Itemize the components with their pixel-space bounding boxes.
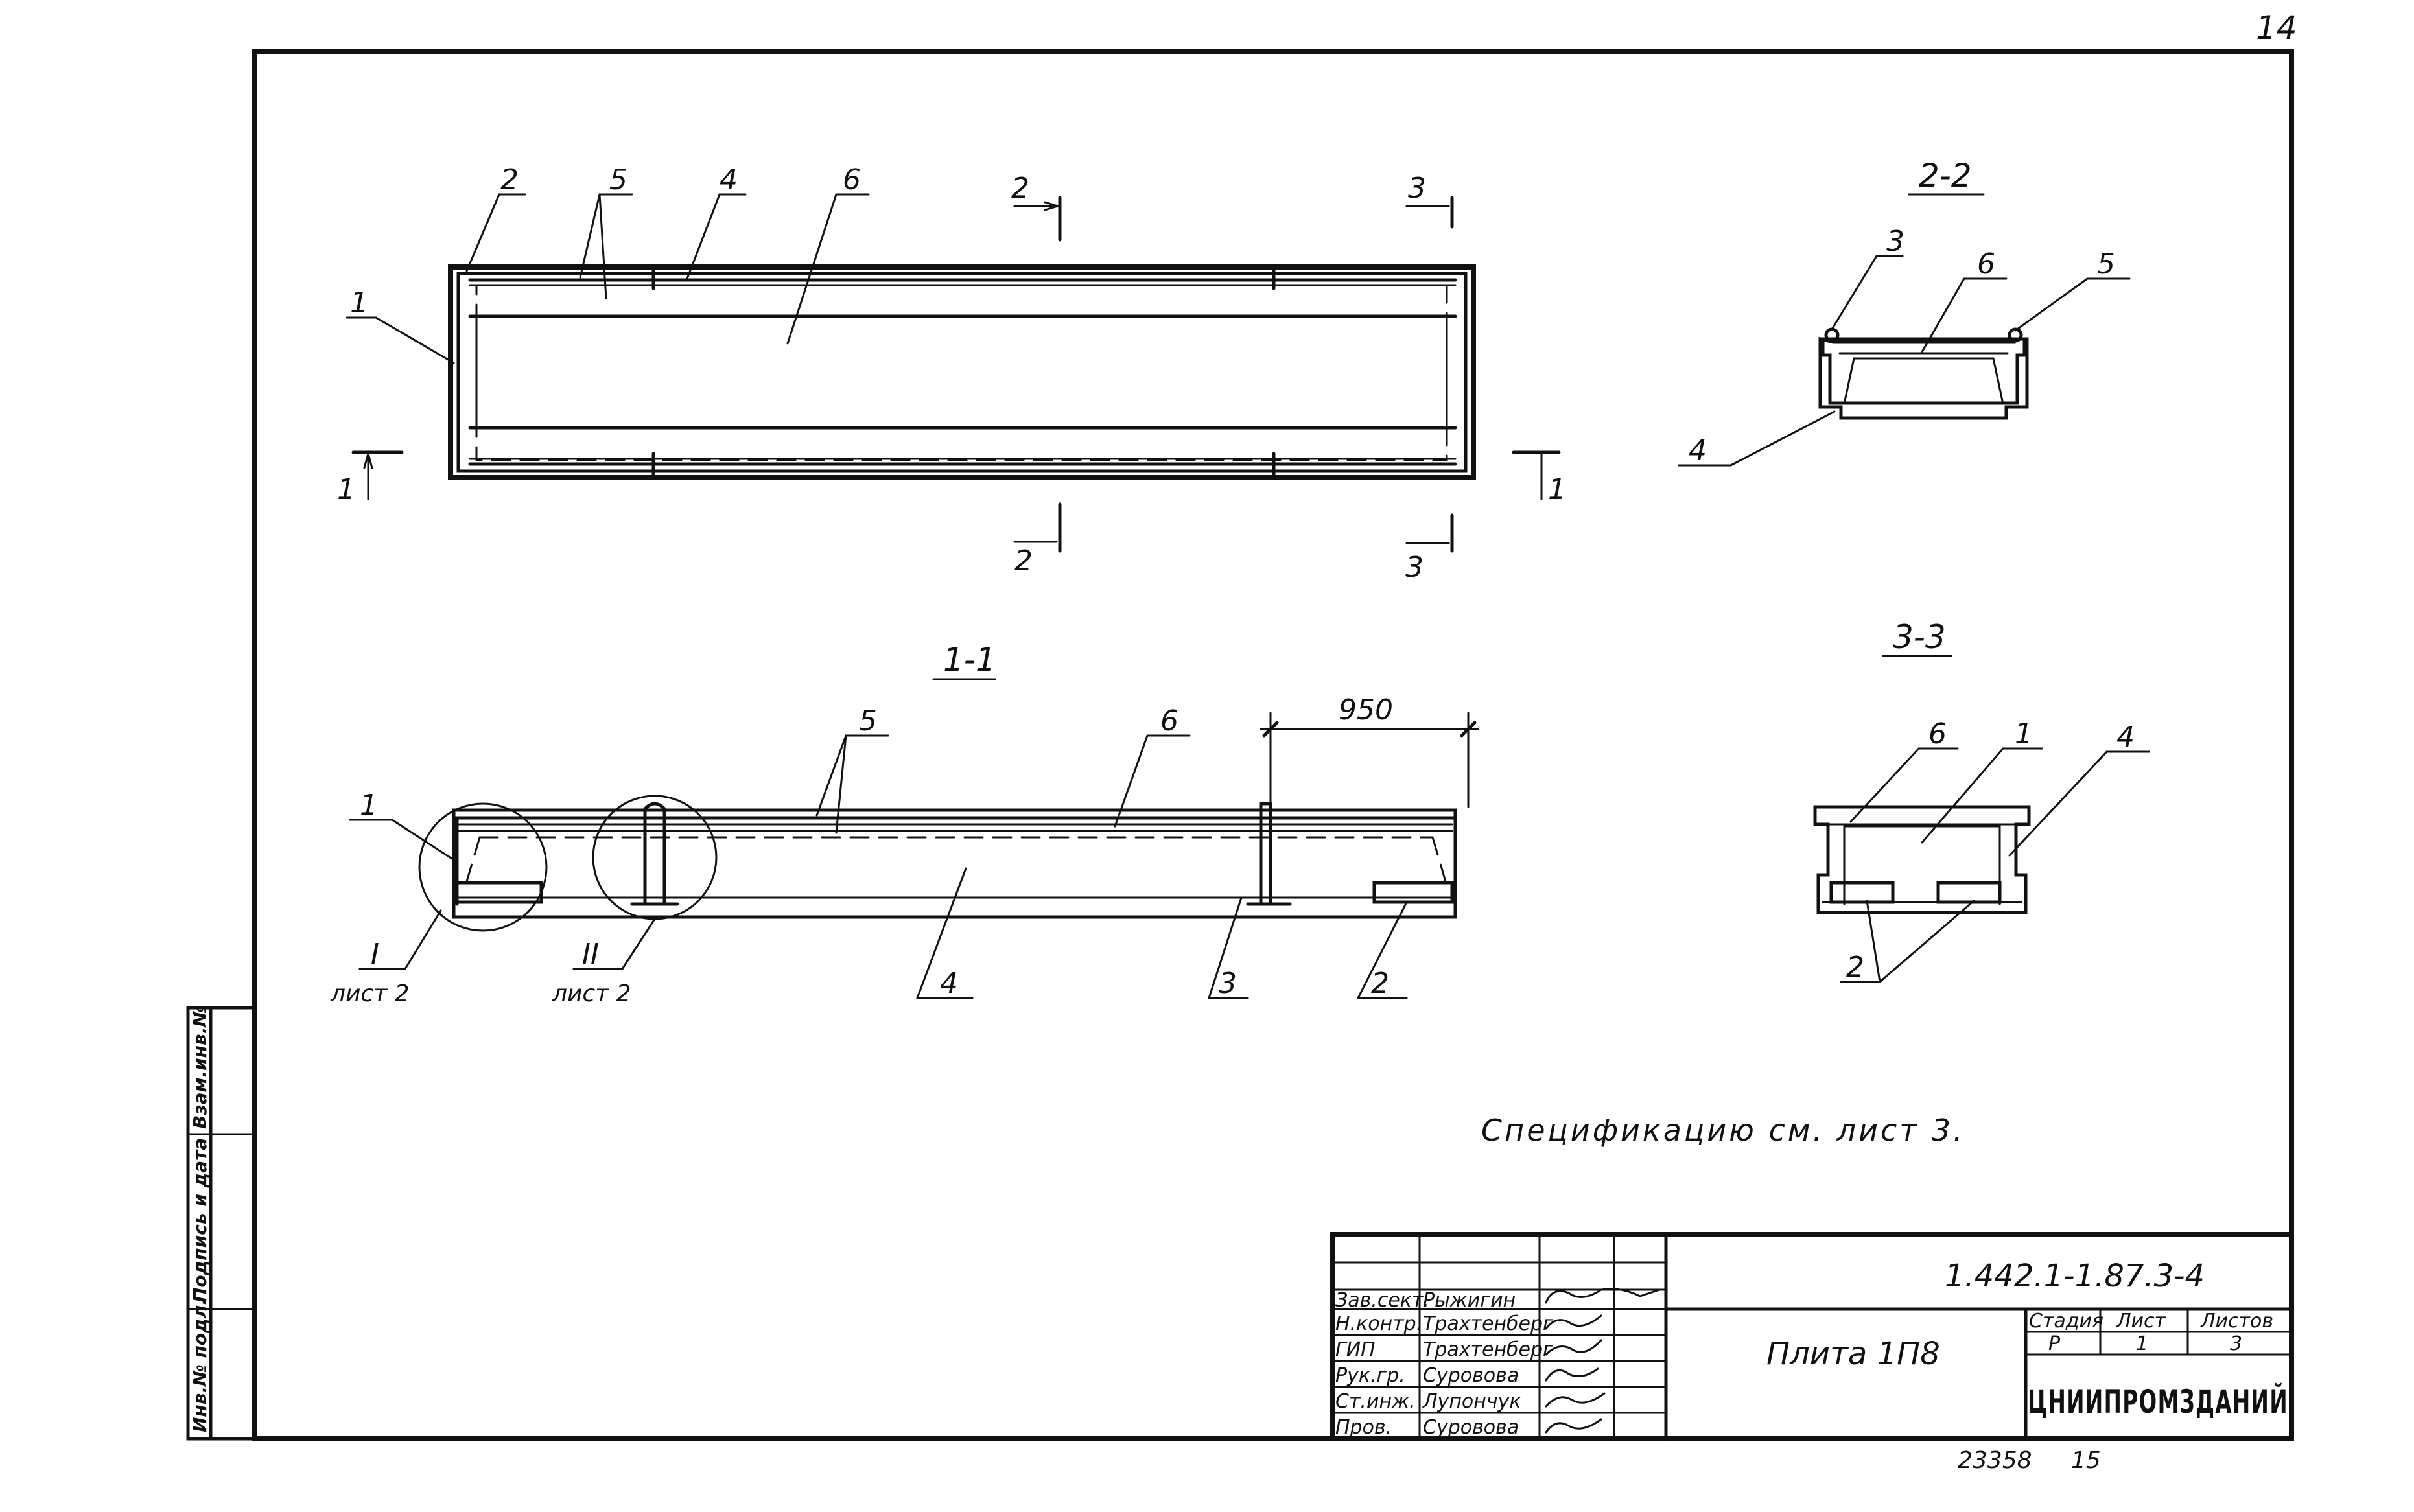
detail-I-mark: I <box>371 938 379 971</box>
cut-3-top-label: 3 <box>1408 172 1426 205</box>
signatory-role: Пров. <box>1335 1416 1392 1439</box>
plan-callout-2: 2 <box>500 163 519 196</box>
s22-callout-4: 4 <box>1689 434 1707 467</box>
sheet-frame <box>252 49 2294 1441</box>
signatory-role: Зав.сект. <box>1335 1289 1429 1312</box>
footer-page: 15 <box>2071 1447 2101 1474</box>
cut-2-top-label: 2 <box>1011 172 1029 205</box>
signatory-name: Суровова <box>1423 1364 1519 1387</box>
sheet-header: Лист <box>2116 1310 2167 1332</box>
s11-callout-2: 2 <box>1371 967 1389 1000</box>
section-3-3-title: 3-3 <box>1893 618 1946 656</box>
page-number: 14 <box>2256 9 2297 47</box>
section-2-2-outline <box>1818 336 2029 420</box>
s22-callout-3: 3 <box>1886 225 1904 258</box>
plan-callout-1: 1 <box>350 286 368 320</box>
section-1-1: 1-1 950 5 6 <box>330 641 1479 1007</box>
section-2-2: 2-2 3 6 5 4 <box>1678 157 2131 467</box>
plan-outline <box>448 264 1476 480</box>
section-1-1-outline <box>452 808 1457 919</box>
s11-callout-5: 5 <box>859 704 877 738</box>
stage-value: Р <box>2048 1332 2061 1355</box>
signatory-role: Рук.гр. <box>1335 1364 1405 1387</box>
detail-II-sheet: лист 2 <box>552 981 631 1007</box>
s33-callout-6: 6 <box>1928 717 1947 750</box>
plan-callout-4: 4 <box>720 163 738 196</box>
dimension-950: 950 <box>1339 693 1393 727</box>
signatory-name: Трахтенберг <box>1423 1338 1553 1361</box>
sheet-value: 1 <box>2136 1332 2148 1355</box>
s22-callout-5: 5 <box>2097 248 2115 281</box>
cut-1-right-label: 1 <box>1548 473 1566 506</box>
s11-callout-1: 1 <box>360 789 378 822</box>
signatory-name: Лупончук <box>1422 1390 1521 1413</box>
cut-1-left-label: 1 <box>337 473 355 506</box>
section-2-2-title: 2-2 <box>1919 157 1972 194</box>
side-stamp-signature: Подпись и дата <box>189 1138 211 1303</box>
organization-name: ЦНИИПРОМЗДАНИЙ <box>2028 1382 2288 1421</box>
signatory-name: Трахтенберг <box>1423 1312 1553 1335</box>
signatory-role: Ст.инж. <box>1335 1390 1416 1413</box>
plan-callout-6: 6 <box>843 163 861 196</box>
s33-callout-2: 2 <box>1846 951 1864 984</box>
plan-view: 2 2 3 3 1 1 2 5 4 6 1 <box>337 163 1566 584</box>
cut-2-bottom-label: 2 <box>1014 544 1033 577</box>
sheets-value: 3 <box>2230 1332 2242 1355</box>
cut-3-bottom-label: 3 <box>1405 551 1424 584</box>
s11-callout-4: 4 <box>940 967 958 1000</box>
section-3-3: 3-3 6 1 4 2 <box>1813 618 2150 984</box>
sheets-header: Листов <box>2200 1310 2273 1332</box>
plan-callout-5: 5 <box>609 163 627 196</box>
side-stamp-replacement: Взам.инв.№ <box>189 1005 211 1129</box>
document-code: 1.442.1-1.87.3-4 <box>1945 1258 2205 1294</box>
side-stamp: Инв.№ подл. Подпись и дата Взам.инв.№ <box>186 1005 257 1441</box>
s22-callout-6: 6 <box>1977 248 1995 281</box>
drawing-title: Плита 1П8 <box>1766 1336 1940 1372</box>
section-1-1-title: 1-1 <box>943 641 996 679</box>
signatory-name: Суровова <box>1423 1416 1519 1439</box>
side-stamp-inventory: Инв.№ подл. <box>189 1298 211 1432</box>
title-block: 1.442.1-1.87.3-4 Плита 1П8 Стадия Лист Л… <box>1330 1232 2294 1441</box>
s11-callout-6: 6 <box>1160 704 1178 738</box>
detail-I-sheet: лист 2 <box>330 981 410 1007</box>
s33-callout-4: 4 <box>2116 721 2135 754</box>
s11-callout-3: 3 <box>1219 967 1237 1000</box>
stage-header: Стадия <box>2029 1310 2103 1332</box>
signatory-role: Н.контр. <box>1335 1312 1422 1335</box>
s33-callout-1: 1 <box>2015 717 2033 750</box>
signatory-name: Рыжигин <box>1423 1289 1516 1312</box>
inventory-number: 23358 <box>1958 1447 2032 1474</box>
signatures <box>1545 1288 1661 1434</box>
detail-II-mark: II <box>582 938 599 971</box>
specification-note: Спецификацию см. лист 3. <box>1481 1113 1965 1148</box>
signatory-role: ГИП <box>1335 1338 1376 1361</box>
section-3-3-outline <box>1813 805 2031 914</box>
